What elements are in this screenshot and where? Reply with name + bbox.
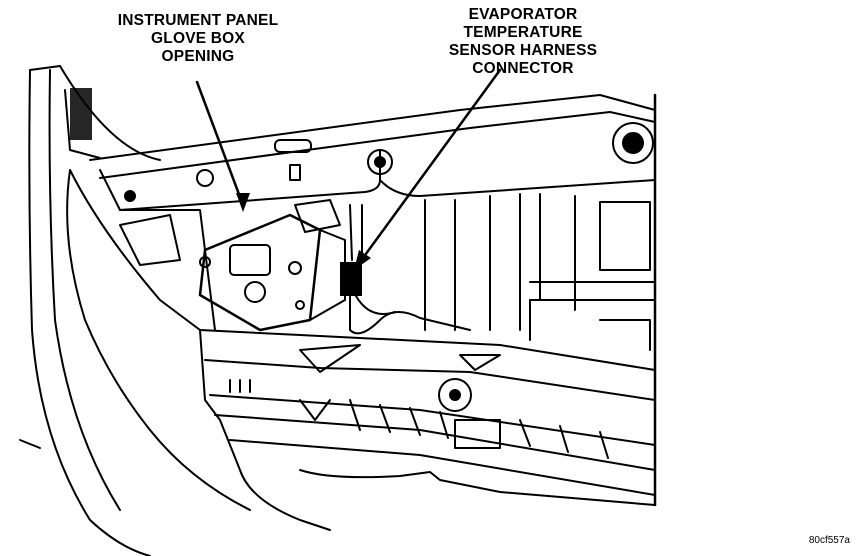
callout-line: EVAPORATOR xyxy=(468,6,578,23)
glove-box-leader-line xyxy=(195,80,245,207)
hvac-housing xyxy=(424,193,656,351)
lower-dash-beam xyxy=(199,93,657,507)
connector-arrowhead xyxy=(354,250,371,270)
callout-line: OPENING xyxy=(161,48,235,65)
glove-box-arrowhead xyxy=(236,193,250,212)
callout-line: GLOVE BOX xyxy=(151,30,245,47)
door-pillar-trim xyxy=(19,65,161,556)
callout-line: INSTRUMENT PANEL xyxy=(117,12,279,29)
callout-line: CONNECTOR xyxy=(472,60,574,77)
callout-line: SENSOR HARNESS xyxy=(448,42,598,59)
side-panel xyxy=(66,169,331,531)
leader-arrows xyxy=(195,68,502,270)
callout-line: TEMPERATURE xyxy=(463,24,583,41)
blend-door-actuator xyxy=(119,199,346,332)
connector-leader-line xyxy=(358,68,502,264)
dash-upper-panel xyxy=(89,94,656,211)
figure-id: 80cf557a xyxy=(808,535,850,546)
sensor-connector-callout: EVAPORATOR TEMPERATURE SENSOR HARNESS CO… xyxy=(418,6,628,78)
sensor-harness-connector xyxy=(340,204,471,335)
glove-box-opening-callout: INSTRUMENT PANEL GLOVE BOX OPENING xyxy=(88,12,308,66)
